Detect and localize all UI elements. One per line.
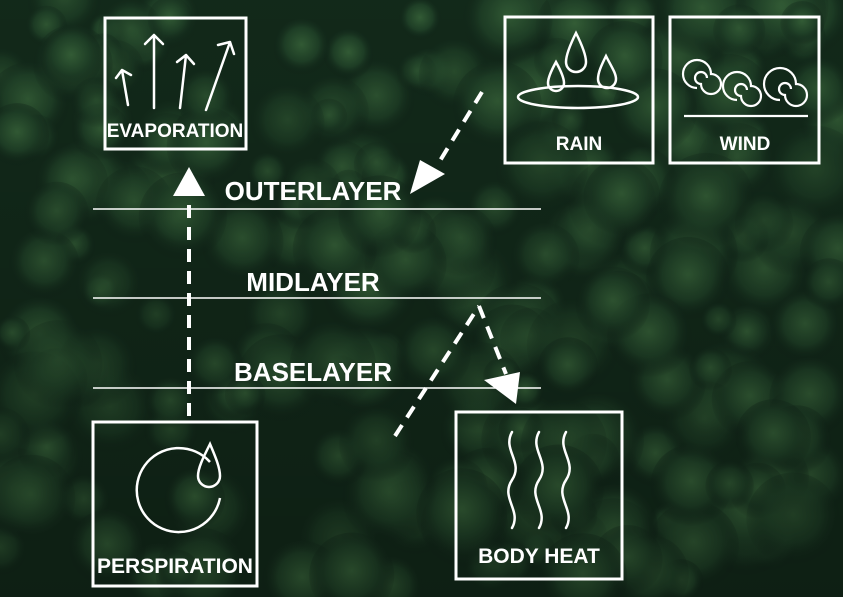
rain-arrow: [410, 90, 484, 194]
body-heat-arrow: [393, 304, 520, 438]
evaporation-box: EVAPORATION: [103, 16, 248, 151]
outer-layer: OUTERLAYER: [93, 176, 541, 210]
outer-layer-label: OUTERLAYER: [225, 176, 402, 206]
perspiration-box: PERSPIRATION: [91, 420, 259, 588]
wind-box: WIND: [668, 15, 821, 165]
heat-waves-icon: [507, 430, 571, 530]
evaporation-arrow: [173, 167, 205, 416]
body-heat-label: BODY HEAT: [478, 545, 600, 568]
sweat-drop-circle-icon: [135, 441, 222, 534]
rain-label: RAIN: [556, 134, 602, 155]
raindrops-puddle-icon: [516, 30, 640, 110]
base-layer: BASELAYER: [93, 357, 541, 389]
body-heat-box: BODY HEAT: [454, 410, 624, 581]
rain-box: RAIN: [503, 15, 655, 165]
evaporation-label: EVAPORATION: [107, 121, 244, 142]
wind-spirals-icon: [681, 58, 809, 118]
upward-arrows-icon: [114, 33, 236, 112]
mid-layer: MIDLAYER: [93, 267, 541, 299]
perspiration-label: PERSPIRATION: [97, 555, 253, 578]
mid-layer-label: MIDLAYER: [246, 267, 380, 297]
base-layer-label: BASELAYER: [234, 357, 392, 387]
wind-label: WIND: [720, 134, 771, 155]
